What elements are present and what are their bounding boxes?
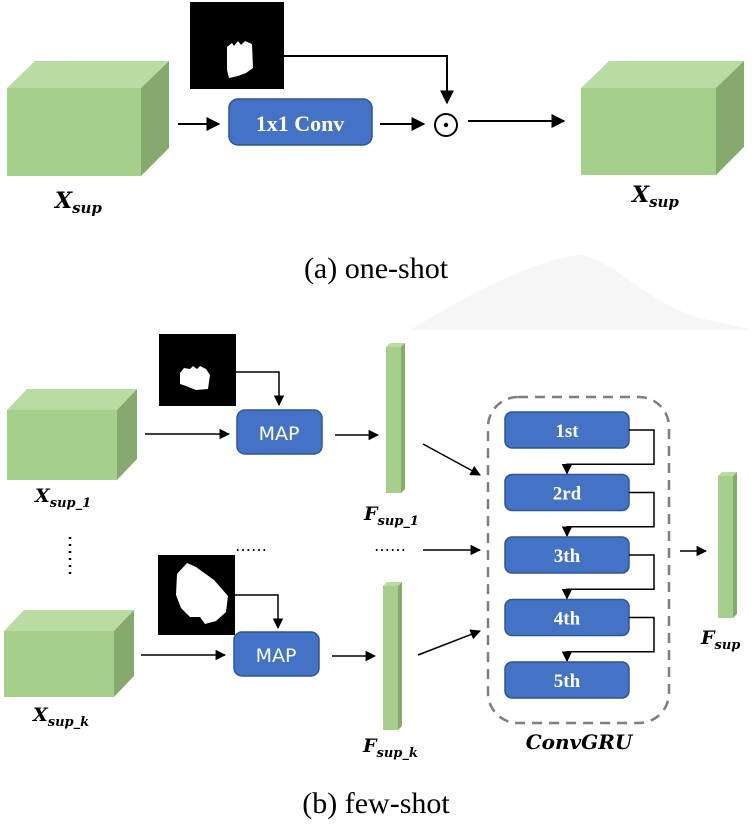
feature-vector-k <box>383 582 402 730</box>
convgru-step-4: 4th <box>504 598 630 637</box>
arrow-mask-to-product <box>284 55 454 105</box>
convgru-container <box>486 395 671 725</box>
support-mask-1 <box>159 334 236 406</box>
input-feature-cube <box>7 61 169 176</box>
map-block-k: MAP <box>233 631 320 677</box>
map-label-1: MAP <box>259 423 300 445</box>
convgru-recurrent-arrow <box>561 616 655 663</box>
support-mask-image <box>190 2 284 89</box>
input-cube-1 <box>7 389 137 480</box>
support-mask-k <box>158 555 235 635</box>
convgru-step-label: 2rd <box>553 484 582 505</box>
arrow-mask1-to-map <box>236 371 285 407</box>
conv-1x1-block: 1x1 Conv <box>228 98 373 146</box>
convgru-step-label: 3th <box>554 546 581 567</box>
conv-1x1-label: 1x1 Conv <box>256 111 345 136</box>
few-shot-caption: (b) few-shot <box>302 787 450 820</box>
map-label-k: MAP <box>256 645 297 667</box>
ellipsis-feature: …… <box>374 536 406 555</box>
feature-label-1: Fsup_1 <box>363 503 419 529</box>
output-feature-label: Fsup <box>700 627 740 653</box>
arrow-maskk-to-map <box>235 594 284 630</box>
output-feature-vector <box>718 472 737 618</box>
convgru-step-5: 5th <box>504 661 630 699</box>
elementwise-product-icon <box>434 113 458 137</box>
feature-vector-1 <box>386 343 405 493</box>
convgru-step-label: 1st <box>555 421 579 442</box>
convgru-step-2: 2rd <box>504 473 630 512</box>
background-watermark <box>410 255 753 330</box>
input-label-k: Xsup_k <box>32 704 89 730</box>
one-shot-caption: (a) one-shot <box>304 252 449 285</box>
input-cube-k <box>4 610 134 697</box>
arrow-feature1-to-convgru <box>422 443 481 476</box>
output-label: Xsup <box>630 182 679 211</box>
convgru-steps: 1st 2rd 3th 4th 5th <box>504 411 655 699</box>
convgru-step-label: 5th <box>554 671 581 692</box>
ellipsis-map: …… <box>235 536 267 555</box>
convgru-step-1: 1st <box>504 411 630 449</box>
arrow-featurek-to-convgru <box>417 629 481 656</box>
convgru-recurrent-arrow <box>561 554 655 600</box>
convgru-label: ConvGRU <box>526 730 634 754</box>
output-feature-cube <box>581 61 744 175</box>
one-shot-panel: Xsup 1x1 Conv <box>7 2 744 285</box>
convgru-recurrent-arrow <box>561 429 655 475</box>
convgru-recurrent-arrow <box>561 491 655 538</box>
input-label: Xsup <box>53 188 102 217</box>
convgru-step-3: 3th <box>504 536 630 574</box>
feature-label-k: Fsup_k <box>362 735 418 761</box>
few-shot-panel: Xsup_1 MAP Fsup_1 …… …… <box>4 334 740 820</box>
input-label-1: Xsup_1 <box>34 485 91 511</box>
convgru-step-label: 4th <box>554 609 581 630</box>
map-block-1: MAP <box>236 409 323 455</box>
